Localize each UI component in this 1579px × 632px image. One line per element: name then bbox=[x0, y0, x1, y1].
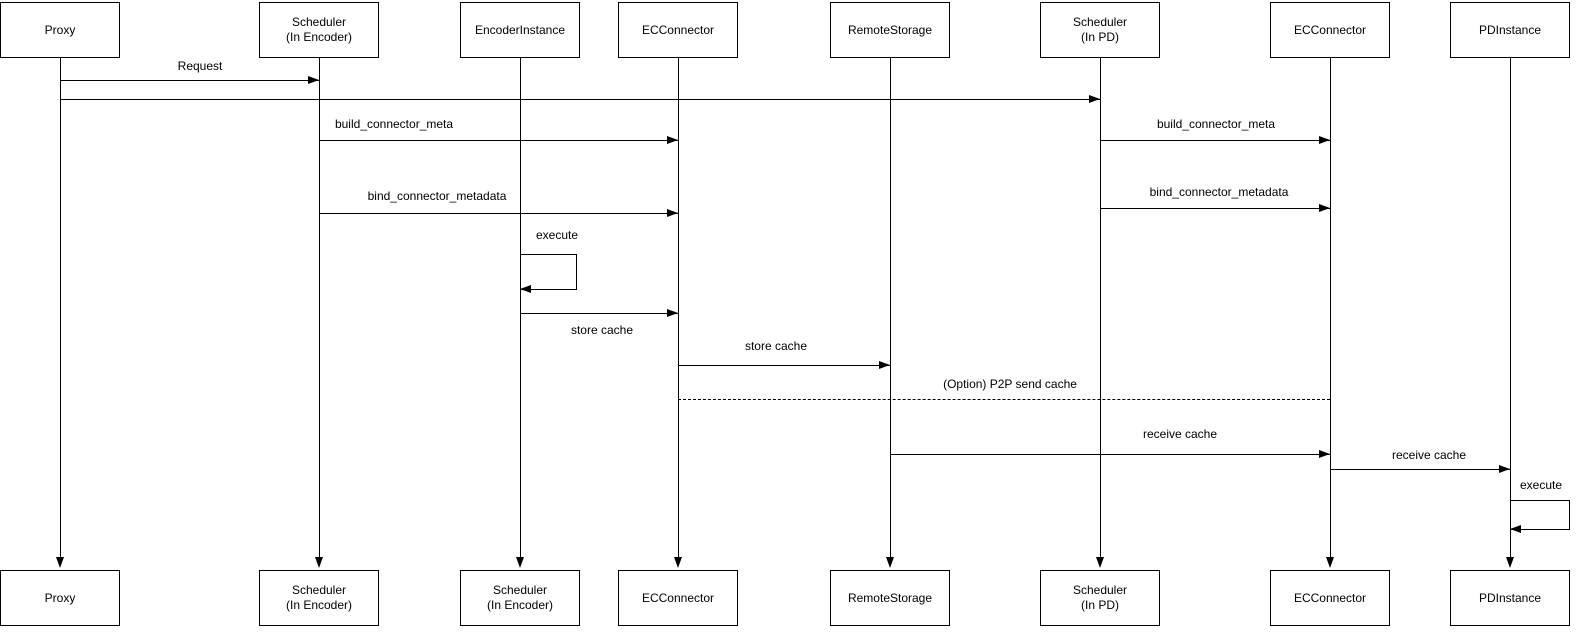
lifeline-pd-instance bbox=[1510, 58, 1511, 558]
lifeline-scheduler-encoder bbox=[319, 58, 320, 558]
message-line-request bbox=[60, 80, 319, 81]
participant-bottom-remote-storage: RemoteStorage bbox=[830, 570, 950, 626]
message-arrowhead bbox=[667, 209, 678, 217]
message-label-bind-connector-metadata-2: bind_connector_metadata bbox=[1147, 185, 1291, 199]
participant-bottom-encoder-instance: Scheduler (In Encoder) bbox=[460, 570, 580, 626]
lifeline-end-arrowhead bbox=[56, 557, 64, 568]
participant-label: Proxy bbox=[44, 22, 76, 37]
message-label-store-cache-1: store cache bbox=[568, 323, 636, 337]
message-line-receive-cache-1 bbox=[890, 454, 1330, 455]
participant-label: Scheduler (In PD) bbox=[1072, 15, 1128, 44]
message-label-request: Request bbox=[175, 59, 225, 73]
lifeline-scheduler-pd bbox=[1100, 58, 1101, 558]
message-label-store-cache-2: store cache bbox=[742, 339, 810, 353]
participant-top-remote-storage: RemoteStorage bbox=[830, 2, 950, 58]
lifeline-ec-connector-pd bbox=[1330, 58, 1331, 558]
self-message-label-execute-encoder: execute bbox=[533, 228, 581, 242]
message-line-store-cache-2 bbox=[678, 365, 890, 366]
participant-label: ECConnector bbox=[641, 590, 715, 605]
lifeline-end-arrowhead bbox=[315, 557, 323, 568]
participant-label: ECConnector bbox=[1293, 590, 1367, 605]
self-message-loop-execute-encoder bbox=[520, 254, 577, 290]
participant-label: PDInstance bbox=[1478, 590, 1542, 605]
participant-top-scheduler-encoder: Scheduler (In Encoder) bbox=[259, 2, 379, 58]
participant-top-encoder-instance: EncoderInstance bbox=[460, 2, 580, 58]
participant-label: ECConnector bbox=[1293, 22, 1367, 37]
message-label-receive-cache-2: receive cache bbox=[1389, 448, 1469, 462]
participant-label: Scheduler (In Encoder) bbox=[285, 583, 353, 612]
participant-label: Proxy bbox=[44, 590, 76, 605]
participant-label: Scheduler (In Encoder) bbox=[486, 583, 554, 612]
message-line-store-cache-1 bbox=[520, 313, 678, 314]
message-arrowhead bbox=[667, 309, 678, 317]
participant-top-ec-connector-pd: ECConnector bbox=[1270, 2, 1390, 58]
message-arrowhead bbox=[1319, 450, 1330, 458]
lifeline-ec-connector-encoder bbox=[678, 58, 679, 558]
participant-bottom-scheduler-encoder: Scheduler (In Encoder) bbox=[259, 570, 379, 626]
participant-label: EncoderInstance bbox=[474, 22, 566, 37]
message-line-build-connector-meta-1 bbox=[319, 140, 678, 141]
self-message-arrowhead bbox=[520, 285, 531, 293]
message-label-build-connector-meta-1: build_connector_meta bbox=[332, 117, 456, 131]
self-message-label-execute-pd: execute bbox=[1517, 478, 1565, 492]
message-arrowhead bbox=[1319, 204, 1330, 212]
lifeline-remote-storage bbox=[890, 58, 891, 558]
message-arrowhead bbox=[1319, 136, 1330, 144]
lifeline-end-arrowhead bbox=[516, 557, 524, 568]
message-label-receive-cache-1: receive cache bbox=[1140, 427, 1220, 441]
participant-bottom-proxy: Proxy bbox=[0, 570, 120, 626]
participant-top-ec-connector-encoder: ECConnector bbox=[618, 2, 738, 58]
participant-label: PDInstance bbox=[1478, 22, 1542, 37]
participant-label: RemoteStorage bbox=[847, 22, 933, 37]
participant-bottom-scheduler-pd: Scheduler (In PD) bbox=[1040, 570, 1160, 626]
lifeline-end-arrowhead bbox=[674, 557, 682, 568]
message-line-forward-request bbox=[60, 99, 1100, 100]
participant-label: RemoteStorage bbox=[847, 590, 933, 605]
message-line-p2p-send-cache bbox=[678, 399, 1330, 400]
message-line-receive-cache-2 bbox=[1330, 469, 1510, 470]
participant-top-pd-instance: PDInstance bbox=[1450, 2, 1570, 58]
self-message-arrowhead bbox=[1510, 525, 1521, 533]
participant-top-scheduler-pd: Scheduler (In PD) bbox=[1040, 2, 1160, 58]
participant-top-proxy: Proxy bbox=[0, 2, 120, 58]
lifeline-end-arrowhead bbox=[1096, 557, 1104, 568]
participant-bottom-ec-connector-pd: ECConnector bbox=[1270, 570, 1390, 626]
participant-label: ECConnector bbox=[641, 22, 715, 37]
message-arrowhead bbox=[1499, 465, 1510, 473]
lifeline-end-arrowhead bbox=[1506, 557, 1514, 568]
message-line-build-connector-meta-2 bbox=[1100, 140, 1330, 141]
participant-bottom-pd-instance: PDInstance bbox=[1450, 570, 1570, 626]
participant-label: Scheduler (In PD) bbox=[1072, 583, 1128, 612]
lifeline-end-arrowhead bbox=[1326, 557, 1334, 568]
message-label-p2p-send-cache: (Option) P2P send cache bbox=[941, 377, 1079, 391]
message-arrowhead bbox=[1089, 95, 1100, 103]
message-line-bind-connector-metadata-2 bbox=[1100, 208, 1330, 209]
message-label-build-connector-meta-2: build_connector_meta bbox=[1154, 117, 1278, 131]
message-label-bind-connector-metadata-1: bind_connector_metadata bbox=[365, 189, 509, 203]
lifeline-encoder-instance bbox=[520, 58, 521, 558]
participant-label: Scheduler (In Encoder) bbox=[285, 15, 353, 44]
message-arrowhead bbox=[308, 76, 319, 84]
lifeline-end-arrowhead bbox=[886, 557, 894, 568]
message-line-bind-connector-metadata-1 bbox=[319, 213, 678, 214]
lifeline-proxy bbox=[60, 58, 61, 558]
participant-bottom-ec-connector-encoder: ECConnector bbox=[618, 570, 738, 626]
message-arrowhead bbox=[879, 361, 890, 369]
self-message-loop-execute-pd bbox=[1510, 500, 1570, 530]
message-arrowhead bbox=[667, 136, 678, 144]
